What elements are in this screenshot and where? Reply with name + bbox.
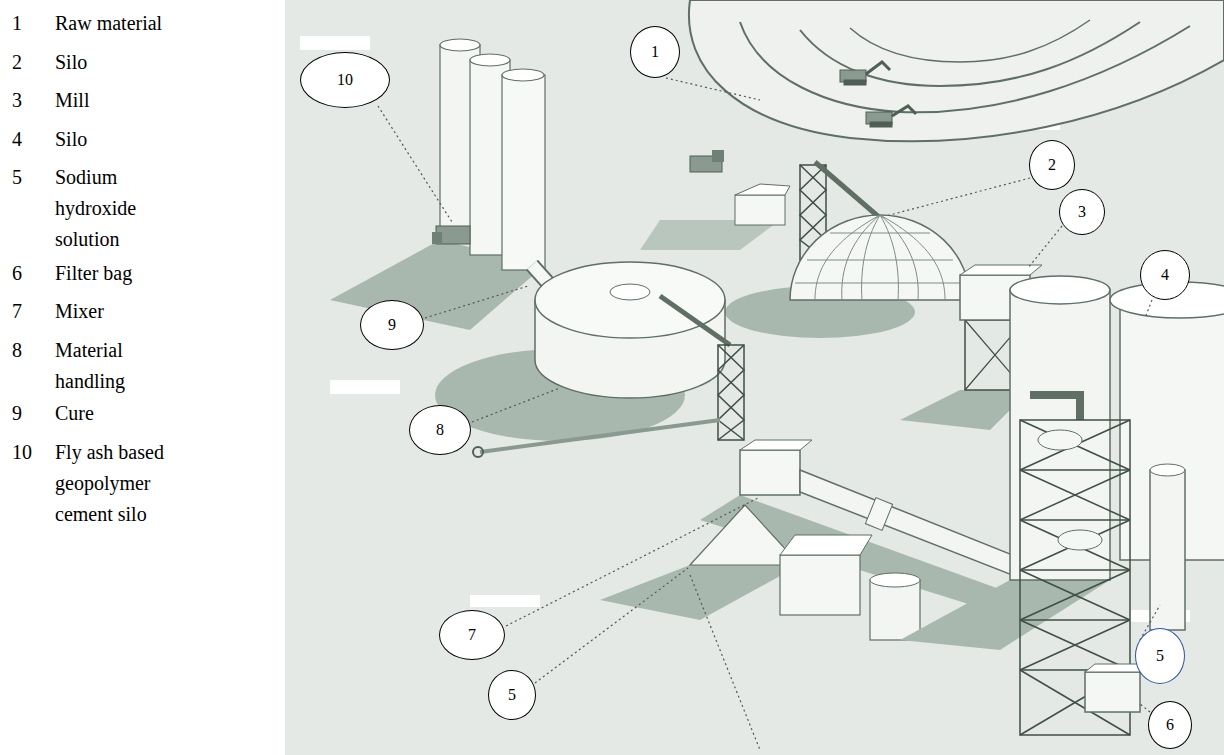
list-name: Filter bag [55, 258, 185, 289]
list-number: 9 [12, 398, 52, 429]
list-number: 7 [12, 296, 52, 327]
list-number: 6 [12, 258, 52, 289]
callout-number: 8 [436, 421, 444, 439]
callout-circle: 5 [488, 670, 536, 720]
callout-circle: 3 [1059, 189, 1105, 235]
callout-number: 5 [508, 686, 516, 704]
list-name: Silo [55, 47, 185, 78]
callout-number: 5 [1156, 647, 1164, 665]
callout-number: 3 [1078, 203, 1086, 221]
list-name: Sodium hydroxide solution [55, 162, 185, 255]
list-name: Mixer [55, 296, 185, 327]
list-name: Material handling [55, 335, 185, 397]
callout-number: 10 [337, 71, 353, 89]
callout-number: 9 [388, 316, 396, 334]
callout-number: 4 [1161, 266, 1169, 284]
callout-circle: 8 [409, 405, 471, 455]
callout-number: 1 [651, 43, 659, 61]
callout-number: 6 [1166, 716, 1174, 734]
callout-circle: 5 [1135, 628, 1185, 684]
list-number: 10 [12, 437, 52, 468]
list-number: 4 [12, 124, 52, 155]
callout-circle: 6 [1148, 701, 1192, 749]
list-number: 8 [12, 335, 52, 366]
callout-circle: 7 [439, 610, 505, 660]
callout-number: 7 [468, 626, 476, 644]
list-number: 3 [12, 85, 52, 116]
callout-circle: 1 [630, 26, 680, 78]
callout-circle: 10 [300, 52, 390, 108]
callout-circle: 2 [1029, 140, 1075, 190]
list-name: Fly ash based geopolymer cement silo [55, 437, 185, 530]
list-number: 1 [12, 8, 52, 39]
callout-circle: 4 [1140, 250, 1190, 300]
list-name: Raw material [55, 8, 185, 39]
callout-circle: 9 [360, 300, 424, 350]
list-name: Mill [55, 85, 185, 116]
list-name: Silo [55, 124, 185, 155]
list-number: 2 [12, 47, 52, 78]
list-number: 5 [12, 162, 52, 193]
callout-number: 2 [1048, 156, 1056, 174]
list-name: Cure [55, 398, 185, 429]
